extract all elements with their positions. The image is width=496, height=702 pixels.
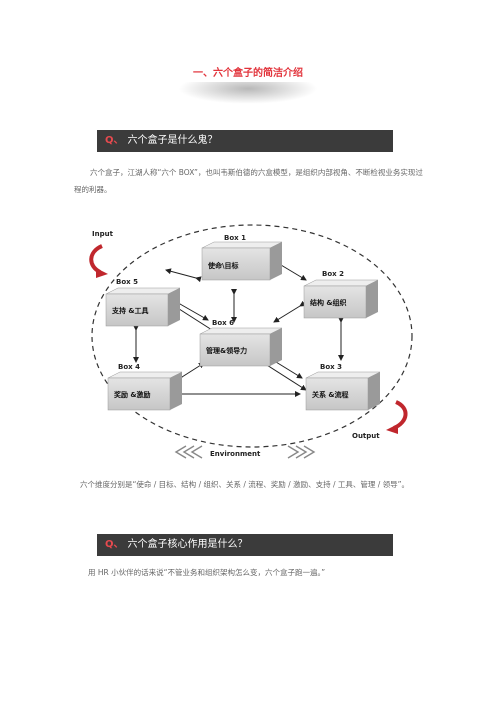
title-shadow-decoration [178, 82, 318, 104]
box-1-tag: Box 1 [224, 234, 246, 242]
q-mark: Q、 [105, 539, 124, 550]
input-arrowhead-icon [96, 268, 108, 278]
output-arrow-icon [393, 400, 408, 430]
question-text: 六个盒子是什么鬼？ [127, 135, 218, 146]
output-label: Output [352, 432, 380, 440]
box-4-tag: Box 4 [118, 363, 140, 371]
box-4: Box 4 奖励 &激励 [107, 363, 183, 411]
box-2-tag: Box 2 [322, 270, 344, 278]
box-3-text: 关系 &流程 [312, 390, 349, 399]
box-2: Box 2 结构 &组织 [303, 270, 379, 319]
box-1-text: 使命\目标 [207, 261, 239, 270]
q-mark: Q、 [105, 135, 124, 146]
box-3-tag: Box 3 [320, 363, 342, 371]
box-6-text: 管理&领导力 [206, 346, 247, 355]
question-text: 六个盒子核心作用是什么？ [127, 539, 248, 550]
box-5-tag: Box 5 [116, 278, 138, 286]
dimensions-paragraph: 六个维度分别是“使命 / 目标、结构 / 组织、关系 / 流程、奖励 / 激励、… [80, 480, 410, 489]
input-label: Input [92, 230, 114, 238]
environment-left-arrows-icon [174, 445, 203, 459]
box-3: Box 3 关系 &流程 [305, 363, 381, 411]
box-2-text: 结构 &组织 [309, 298, 347, 307]
core-role-paragraph: 用 HR 小伙伴的话来说“不管业务和组织架构怎么变，六个盒子跑一遍。” [88, 568, 326, 577]
environment-right-arrows-icon [287, 445, 316, 459]
output-arrowhead-icon [386, 424, 398, 434]
page-title: 一、六个盒子的简洁介绍 [193, 68, 303, 79]
environment-label: Environment [210, 450, 261, 458]
six-box-diagram: Box 1 使命\目标 Box 2 结构 &组织 Box 5 支持 &工具 Bo… [89, 224, 413, 459]
box-4-text: 奖励 &激励 [114, 390, 151, 399]
box-1: Box 1 使命\目标 [201, 234, 283, 281]
question-bar-2: Q、六个盒子核心作用是什么？ [97, 534, 393, 556]
environment-boundary [91, 224, 413, 448]
input-arrow-icon [89, 244, 103, 274]
intro-paragraph: 六个盒子，江湖人称“六个 BOX”，也叫韦斯伯德的六盒模型，是组织内部视角、不断… [74, 168, 423, 194]
box-5: Box 5 支持 &工具 [105, 278, 181, 327]
box-6-tag: Box 6 [212, 319, 234, 327]
box-5-text: 支持 &工具 [111, 306, 149, 315]
box-6: Box 6 管理&领导力 [199, 319, 283, 367]
question-bar-1: Q、六个盒子是什么鬼？ [97, 130, 393, 152]
